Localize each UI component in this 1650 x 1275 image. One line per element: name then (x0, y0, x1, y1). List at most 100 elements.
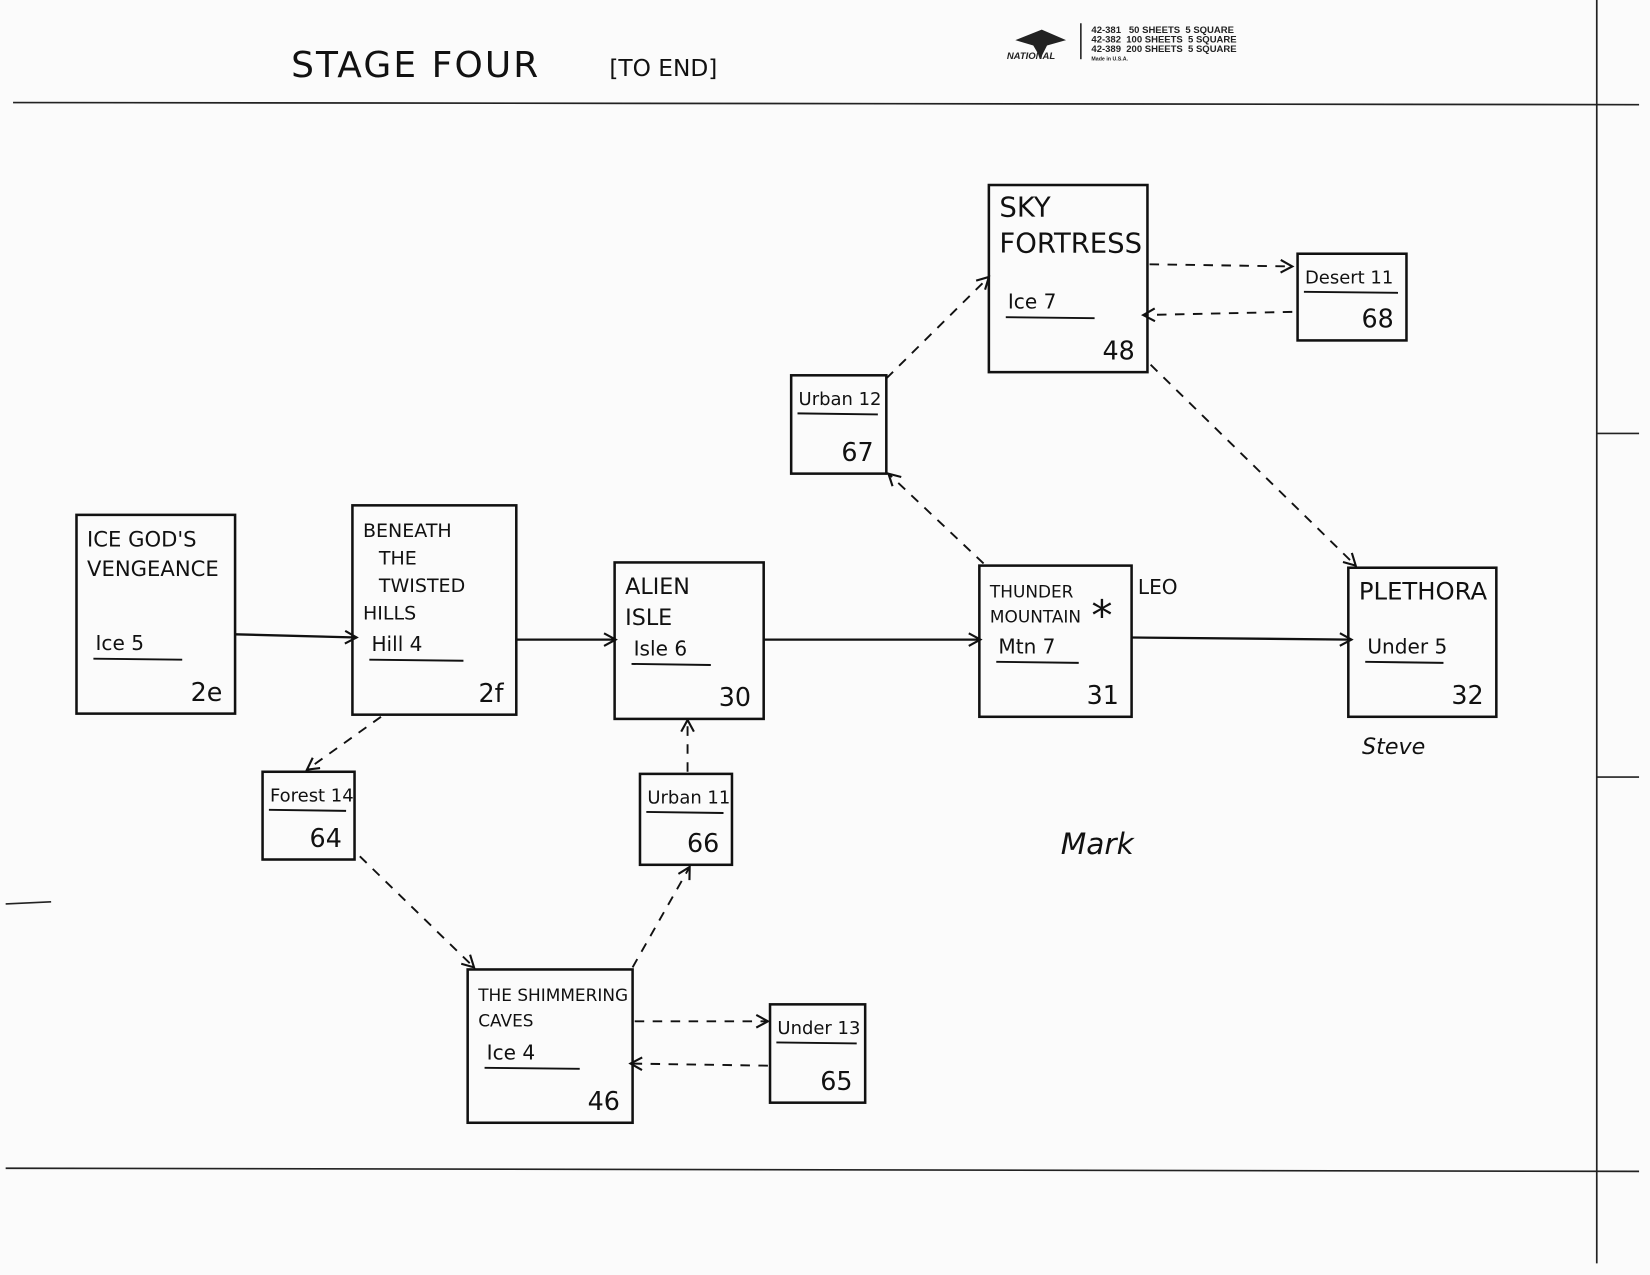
node-number: 31 (1087, 680, 1119, 710)
node-title: HILLS (363, 603, 416, 625)
node-box (351, 504, 518, 716)
node-alien-isle: ALIEN ISLE Isle 6 30 (613, 561, 765, 721)
node-thunder-mountain: THUNDER MOUNTAIN Mtn 7 31 (978, 564, 1133, 719)
node-code: Isle 6 (634, 636, 687, 660)
node-code-underline (1365, 660, 1444, 664)
page-title: STAGE FOUR (291, 45, 540, 86)
node-code: Mtn 7 (998, 634, 1055, 658)
logo-line: 42-381 50 SHEETS 5 SQUARE (1091, 25, 1234, 36)
node-code: Under 13 (777, 1018, 860, 1039)
node-under-13: Under 13 65 (768, 1003, 867, 1104)
annotation-steve: Steve (1362, 734, 1425, 760)
edges (235, 264, 1356, 1065)
node-title: FORTRESS (999, 228, 1142, 260)
node-title: ICE GOD'S (87, 527, 197, 552)
edge-forest-14-to-the-shimmering-caves (359, 855, 474, 967)
paper-logo: NATIONAL 42-381 50 SHEETS 5 SQUARE 42-38… (1007, 23, 1237, 62)
node-box (987, 183, 1149, 374)
node-code: Urban 11 (647, 787, 730, 808)
node-code: Ice 4 (487, 1040, 535, 1064)
logo-brand: NATIONAL (1007, 51, 1056, 62)
edge-thunder-mountain-to-plethora (1131, 638, 1352, 640)
node-box (978, 564, 1133, 719)
node-number: 30 (719, 682, 751, 712)
node-number: 32 (1451, 680, 1483, 710)
node-box (75, 513, 237, 715)
node-forest-14: Forest 14 64 (261, 770, 356, 861)
edge-thunder-mountain-to-urban-12 (888, 474, 985, 565)
node-code: Ice 7 (1008, 290, 1056, 314)
page-subtitle: [TO END] (609, 55, 717, 82)
edge-under-13-to-the-shimmering-caves (630, 1064, 768, 1066)
node-code: Desert 11 (1305, 267, 1393, 288)
node-box (1347, 566, 1498, 719)
node-urban-12: Urban 12 67 (789, 374, 888, 475)
node-number: 67 (841, 437, 873, 467)
logo-line: 42-382 100 SHEETS 5 SQUARE (1091, 34, 1236, 45)
edge-sky-fortress-to-plethora (1149, 364, 1356, 566)
node-title: ISLE (625, 605, 672, 631)
node-code: Hill 4 (371, 632, 422, 656)
node-title: BENEATH (363, 520, 452, 542)
node-code: Under 5 (1367, 634, 1447, 658)
node-code: Urban 12 (799, 389, 882, 410)
node-number: 68 (1361, 304, 1393, 334)
node-title: PLETHORA (1359, 576, 1488, 605)
node-code-underline (1303, 290, 1399, 294)
annotation-leo: LEO (1138, 575, 1178, 599)
node-plethora: PLETHORA Under 532 (1347, 566, 1498, 719)
node-ice-gods-vengeance: ICE GOD'S VENGEANCE Ice 5 2e (75, 513, 237, 715)
node-number: 65 (820, 1066, 852, 1096)
node-title: CAVES (478, 1011, 533, 1031)
node-box (466, 968, 634, 1125)
node-title: THUNDER (989, 581, 1074, 601)
node-code-underline (93, 657, 183, 661)
node-code-underline (484, 1066, 580, 1070)
footer-rule (5, 1167, 1640, 1173)
node-title: ALIEN (625, 574, 690, 600)
node-title: MOUNTAIN (990, 607, 1081, 627)
node-code-underline (996, 660, 1079, 664)
node-code: Forest 14 (270, 785, 354, 806)
margin-tick (5, 900, 52, 905)
node-box (613, 561, 765, 721)
node-code-underline (268, 808, 347, 812)
node-number: 66 (687, 828, 719, 858)
node-title: SKY (999, 192, 1050, 224)
node-code-underline (646, 810, 724, 814)
header-rule (13, 101, 1640, 106)
node-urban-11: Urban 11 66 (638, 772, 734, 867)
edge-beneath-the-twisted-hills-to-forest-14 (307, 716, 382, 770)
node-box (261, 770, 356, 861)
node-number: 2f (479, 678, 505, 708)
node-title: VENGEANCE (87, 556, 219, 581)
node-title: TWISTED (378, 575, 465, 597)
node-code-underline (1005, 316, 1095, 320)
edge-sky-fortress-to-desert-11 (1149, 264, 1293, 266)
node-box (789, 374, 888, 475)
edge-urban-12-to-sky-fortress (885, 277, 989, 380)
logo-made-in: Made in U.S.A. (1091, 56, 1128, 62)
node-box (638, 772, 734, 867)
logo-line: 42-389 200 SHEETS 5 SQUARE (1091, 44, 1236, 55)
node-number: 2e (191, 677, 223, 707)
node-desert-11: Desert 11 68 (1296, 252, 1408, 342)
annotation-mark: Mark (1061, 827, 1136, 861)
edge-desert-11-to-sky-fortress (1143, 312, 1293, 315)
node-code-underline (797, 412, 878, 416)
node-box (768, 1003, 867, 1104)
node-number: 46 (588, 1086, 620, 1116)
edge-ice-gods-vengeance-to-beneath-the-twisted-hills (235, 634, 357, 637)
node-code: Ice 5 (96, 631, 144, 655)
node-box (1296, 252, 1408, 342)
node-code-underline (369, 658, 464, 662)
node-number: 48 (1102, 335, 1134, 365)
node-code-underline (776, 1041, 857, 1045)
logo-star-icon (1015, 29, 1067, 59)
node-code-underline (631, 662, 711, 666)
node-number: 64 (310, 823, 342, 853)
